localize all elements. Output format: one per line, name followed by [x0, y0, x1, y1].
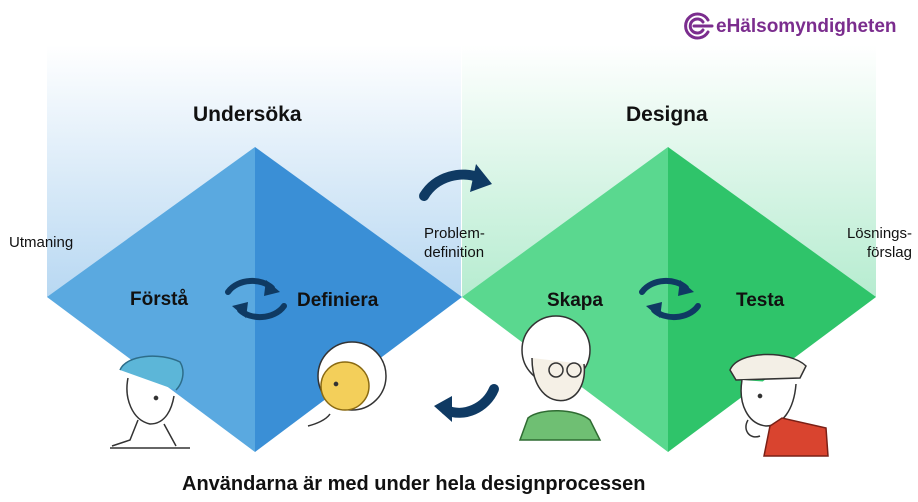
- left-diamond-right-half: [255, 147, 462, 452]
- phase-forsta: Förstå: [130, 289, 189, 310]
- label-end: Lösnings- förslag: [834, 224, 912, 262]
- label-end-line2: förslag: [866, 244, 912, 261]
- iterate-cycle-icon: [639, 278, 701, 320]
- phase-testa: Testa: [736, 290, 785, 311]
- phase-definiera: Definiera: [297, 290, 379, 311]
- return-arrow-icon: [434, 384, 499, 422]
- user-sketch-man-icon: [110, 355, 190, 449]
- heading-designa: Designa: [626, 103, 708, 126]
- user-sketch-woman-glasses-icon: [518, 315, 602, 441]
- brand-logo-text: eHälsomyndigheten: [716, 16, 897, 37]
- ehalsomyndigheten-logo-icon: [684, 12, 714, 40]
- iterate-cycle-icon: [225, 278, 287, 320]
- label-middle-line1: Problem-: [424, 225, 485, 242]
- right-diamond-right-half: [668, 147, 876, 452]
- user-sketch-man-cap-icon: [729, 353, 829, 457]
- label-middle: Problem- definition: [424, 224, 485, 262]
- phase-skapa: Skapa: [547, 290, 603, 311]
- label-middle-line2: definition: [424, 244, 485, 261]
- user-sketch-woman-curly-icon: [307, 341, 387, 427]
- forward-arrow-icon: [419, 164, 492, 201]
- label-start: Utmaning: [9, 234, 74, 251]
- diagram-caption: Användarna är med under hela designproce…: [182, 473, 646, 495]
- left-diamond-left-half: [47, 147, 255, 452]
- right-diamond-left-half: [462, 147, 668, 452]
- heading-undersoka: Undersöka: [193, 103, 302, 126]
- label-end-line1: Lösnings-: [846, 225, 912, 242]
